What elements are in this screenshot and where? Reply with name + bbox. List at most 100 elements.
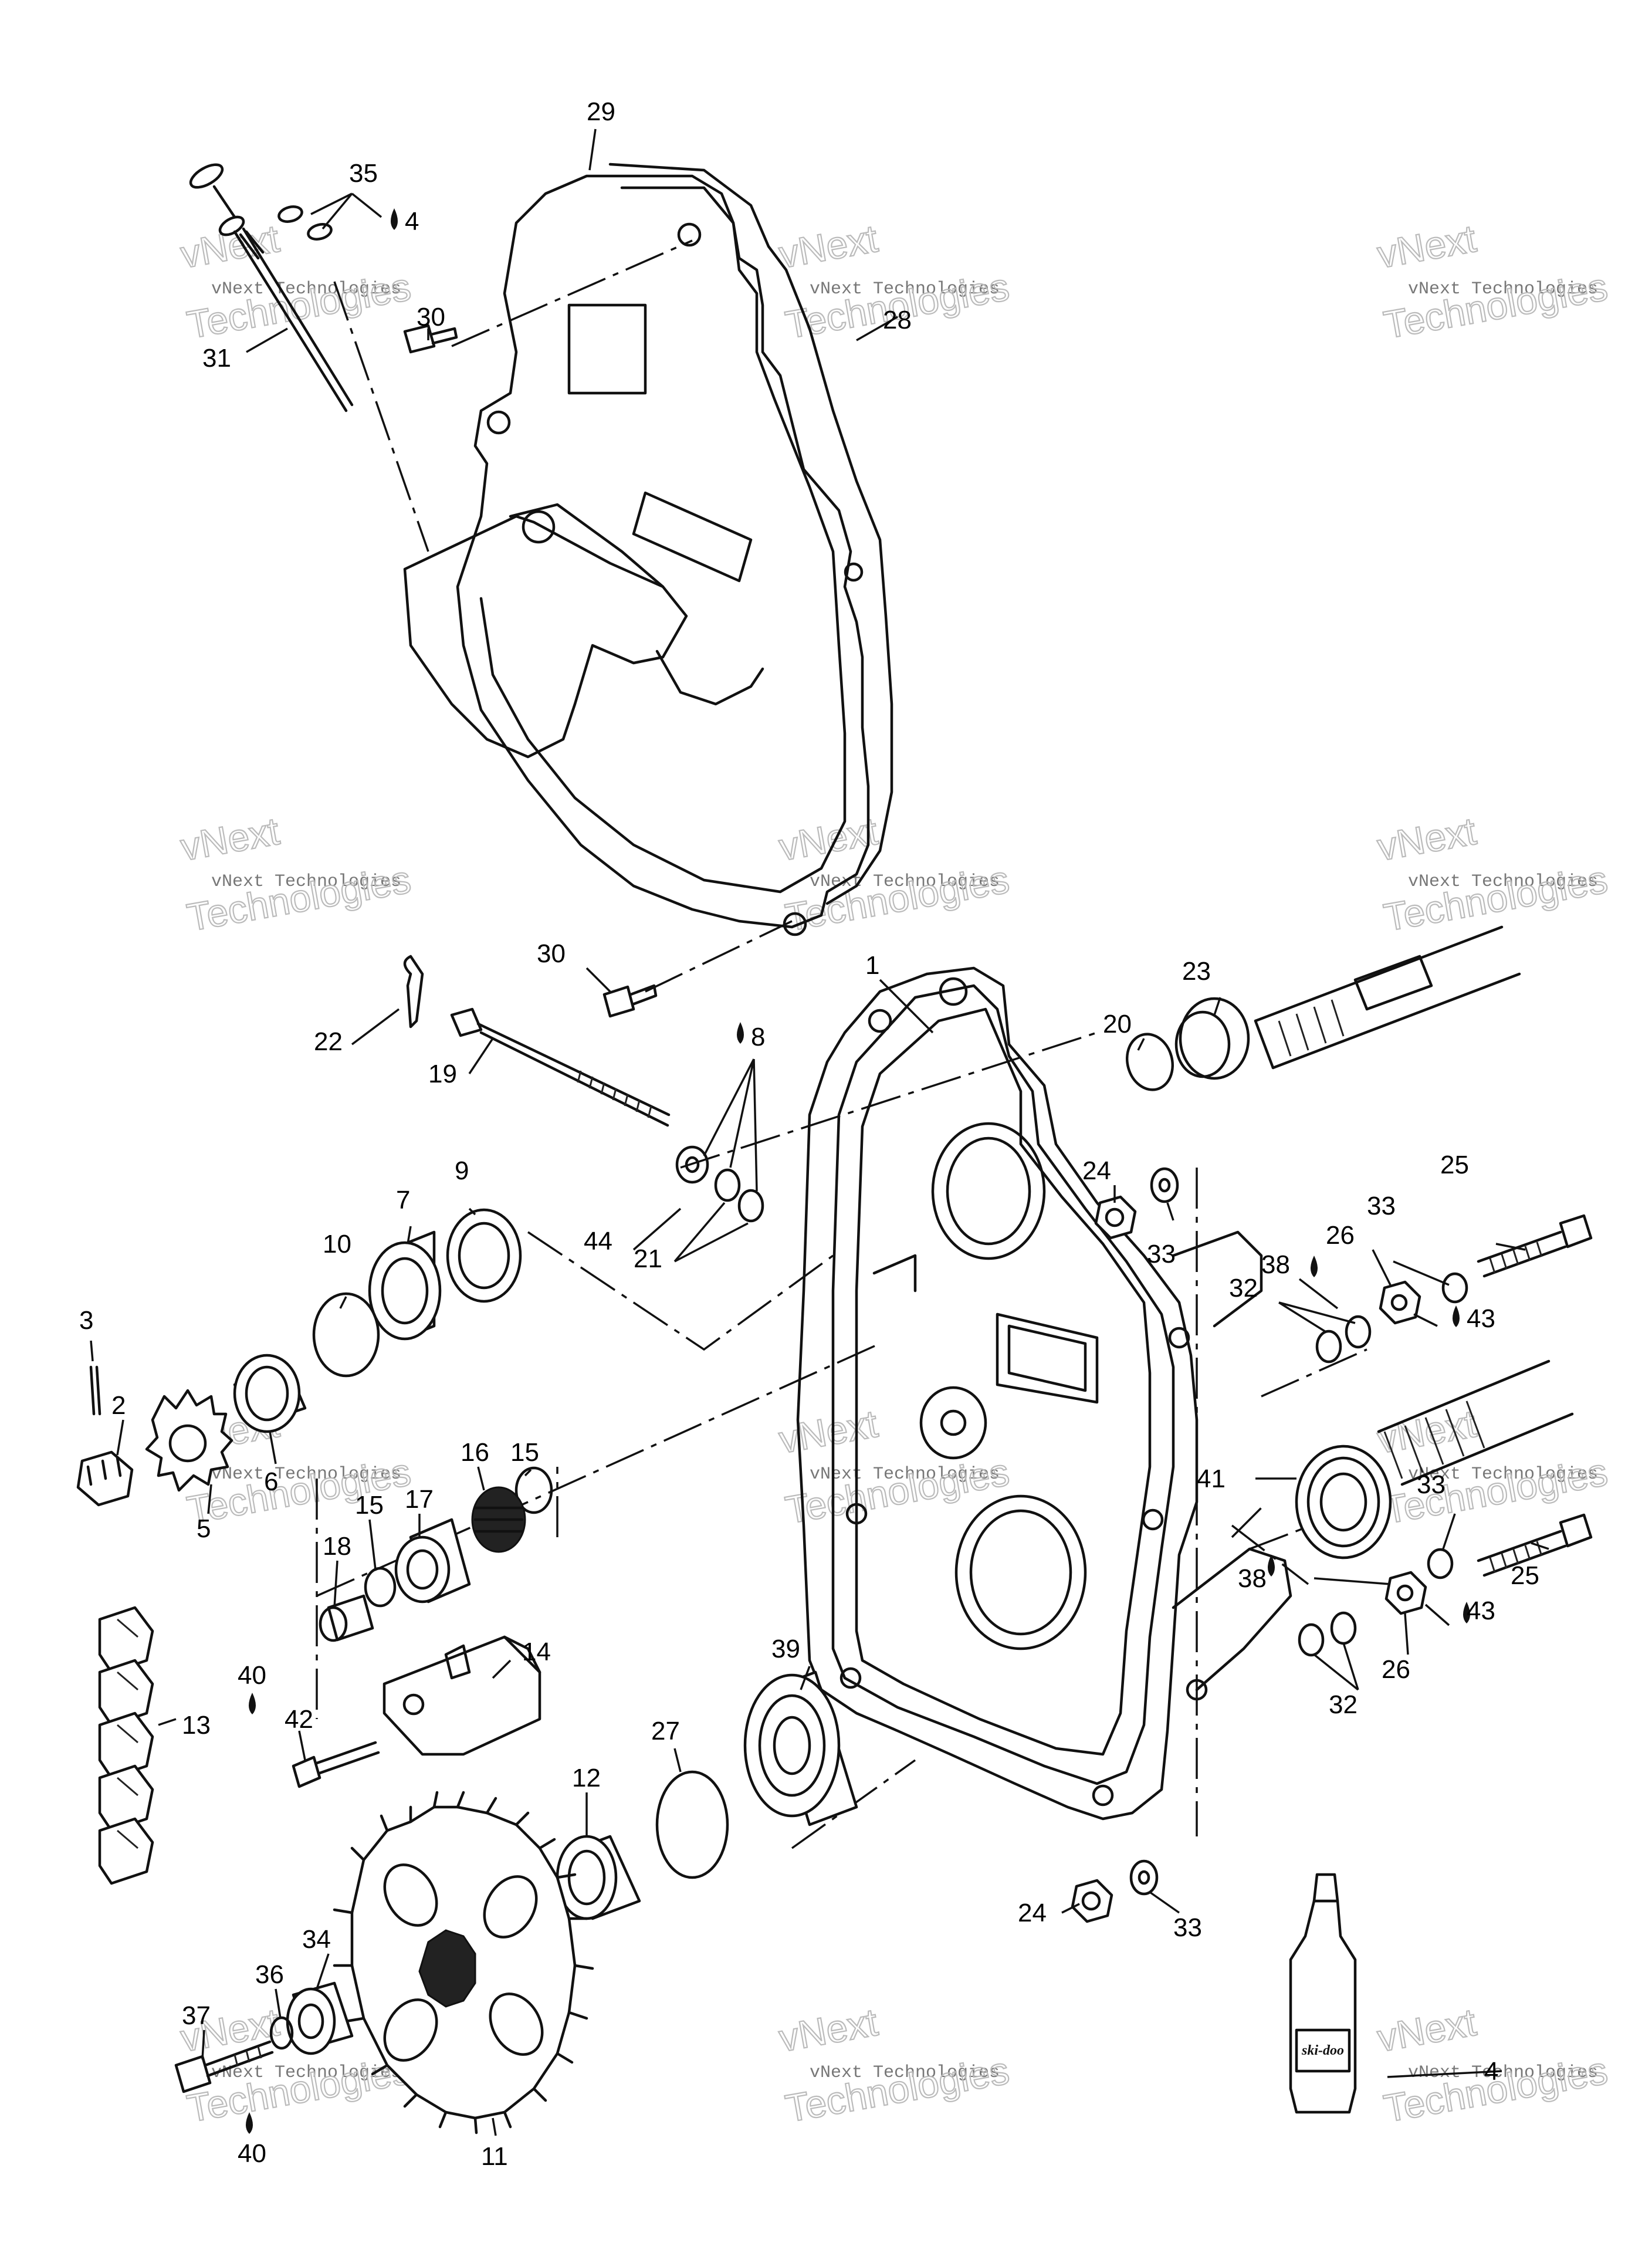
sprocket-teeth xyxy=(145,1389,233,1492)
bolt-shank xyxy=(429,327,458,345)
bushing-face xyxy=(319,1606,348,1642)
o-ring-b xyxy=(737,1189,764,1223)
callout-4-bottle: 4 xyxy=(1484,2057,1498,2086)
callout-15-left: 15 xyxy=(355,1491,384,1520)
sprocket-window-2 xyxy=(483,1875,538,1939)
leader-33-top xyxy=(1166,1202,1174,1221)
upper-drive-shaft xyxy=(1254,925,1521,1070)
leader-24-bottom xyxy=(1061,1903,1080,1914)
watermark-text: vNext Technologies xyxy=(211,872,401,892)
tensioner-slot-inner xyxy=(1007,1324,1087,1392)
dipstick-handle-stem xyxy=(212,185,236,219)
housing-bolt-hole-2 xyxy=(868,1009,892,1033)
watermark-text: vNext Technologies xyxy=(1408,279,1598,299)
lower-shaft-bore-inner xyxy=(969,1509,1072,1636)
bearing-inner xyxy=(1174,1010,1231,1078)
chaincase-housing xyxy=(796,966,1292,1821)
housing-inner-rim xyxy=(831,984,1175,1785)
callout-44: 44 xyxy=(584,1227,612,1256)
washers-32-top xyxy=(1315,1315,1372,1364)
washer-33-right-bottom xyxy=(1427,1548,1454,1579)
bolt-thread xyxy=(233,2046,262,2067)
o-rings-21 xyxy=(714,1168,764,1223)
watermark-tech: Technologies xyxy=(1380,857,1610,939)
callout-24-top: 24 xyxy=(1082,1156,1111,1185)
cover-sight-housing xyxy=(403,515,688,759)
callout-40-bottom: 40 xyxy=(238,2139,266,2168)
bottle-body xyxy=(1289,1899,1357,2114)
watermark-text: vNext Technologies xyxy=(810,279,1000,299)
callout-24-bottom: 24 xyxy=(1018,1899,1047,1927)
o-ring-20 xyxy=(1125,1033,1174,1091)
bearing-7 xyxy=(368,1230,442,1341)
nut-hole xyxy=(1390,1294,1408,1311)
callout-21: 21 xyxy=(634,1244,662,1273)
nut-26-top xyxy=(1379,1280,1421,1325)
shaft-body xyxy=(1254,925,1521,1070)
bolt-thread xyxy=(1489,1241,1543,1274)
sprocket-2 xyxy=(145,1389,233,1492)
washer-33-bottom xyxy=(1129,1859,1159,1896)
callout-10: 10 xyxy=(323,1230,351,1259)
watermark-tech: Technologies xyxy=(782,2048,1012,2130)
callout-12: 12 xyxy=(572,1764,601,1792)
callout-7: 7 xyxy=(396,1186,410,1215)
nut-hex xyxy=(1384,1571,1427,1615)
dipstick-hole xyxy=(522,510,556,544)
centerline-dipstick xyxy=(333,281,429,552)
cover-label-plate xyxy=(567,303,647,395)
shaft-end xyxy=(1254,1019,1275,1070)
watermark-text: vNext Technologies xyxy=(1408,2063,1598,2083)
roller-face xyxy=(394,1535,451,1604)
callout-29: 29 xyxy=(587,97,615,126)
leader-4-bottle xyxy=(1387,2070,1502,2078)
sprocket-hub xyxy=(418,1929,476,2008)
washer-a xyxy=(1315,1330,1342,1364)
bottle-label: ski-doo xyxy=(1301,2043,1344,2058)
bottle-label-frame xyxy=(1295,2028,1351,2073)
leader-26-bottom xyxy=(1404,1613,1409,1655)
watermark-brand: vNext xyxy=(1374,216,1479,276)
snap-ring-10 xyxy=(312,1292,380,1378)
needle-bearing-16 xyxy=(471,1486,526,1553)
ring xyxy=(364,1567,397,1608)
snap-ring xyxy=(312,1292,380,1378)
bearing-mid xyxy=(1306,1456,1380,1548)
leader-5 xyxy=(207,1484,212,1514)
cover-sight-top xyxy=(509,503,665,588)
leader-31 xyxy=(246,327,288,353)
watermark-brand: vNext xyxy=(177,809,282,869)
callout-4: 4 xyxy=(405,207,419,236)
washer-b xyxy=(1345,1315,1372,1349)
cover-bolt-hole-right xyxy=(844,562,864,582)
callout-25-bottom: 25 xyxy=(1511,1561,1539,1590)
leader-33-right-bottom xyxy=(1442,1513,1456,1550)
oil-drop-icon xyxy=(1268,1555,1275,1577)
cotter-pin-22 xyxy=(403,955,424,1029)
leader-38-bottom xyxy=(1314,1577,1391,1585)
bolt-head xyxy=(174,2055,212,2093)
watermark: vNext vNext Technologies Technologies xyxy=(775,2000,1013,2131)
cover-bolt-hole-top xyxy=(677,222,702,247)
dipstick-assembly xyxy=(189,163,354,412)
watermark-tech: Technologies xyxy=(782,1450,1012,1532)
leader-37 xyxy=(201,2029,205,2060)
bracket-edge xyxy=(503,1635,541,1674)
tensioner-slot xyxy=(996,1312,1099,1404)
shaft-splines xyxy=(1278,999,1345,1057)
watermark: vNext vNext Technologies Technologies xyxy=(1373,1401,1611,1533)
callout-16: 16 xyxy=(461,1438,489,1467)
leader-22 xyxy=(351,1008,400,1046)
spacer-34 xyxy=(286,1981,354,2055)
tensioner-boss xyxy=(919,1386,987,1460)
callout-13: 13 xyxy=(182,1711,211,1740)
shaft-splines xyxy=(1383,1400,1485,1479)
bracket-hole xyxy=(402,1693,425,1716)
nut-hole xyxy=(1396,1584,1414,1602)
housing-bolt-hole-6 xyxy=(1168,1327,1190,1349)
bolt-shank xyxy=(1477,1230,1567,1278)
bolt-head xyxy=(292,1755,321,1788)
bearing-41 xyxy=(1295,1445,1392,1559)
o-ring-35-b xyxy=(307,223,333,241)
leader-9 xyxy=(468,1207,476,1216)
